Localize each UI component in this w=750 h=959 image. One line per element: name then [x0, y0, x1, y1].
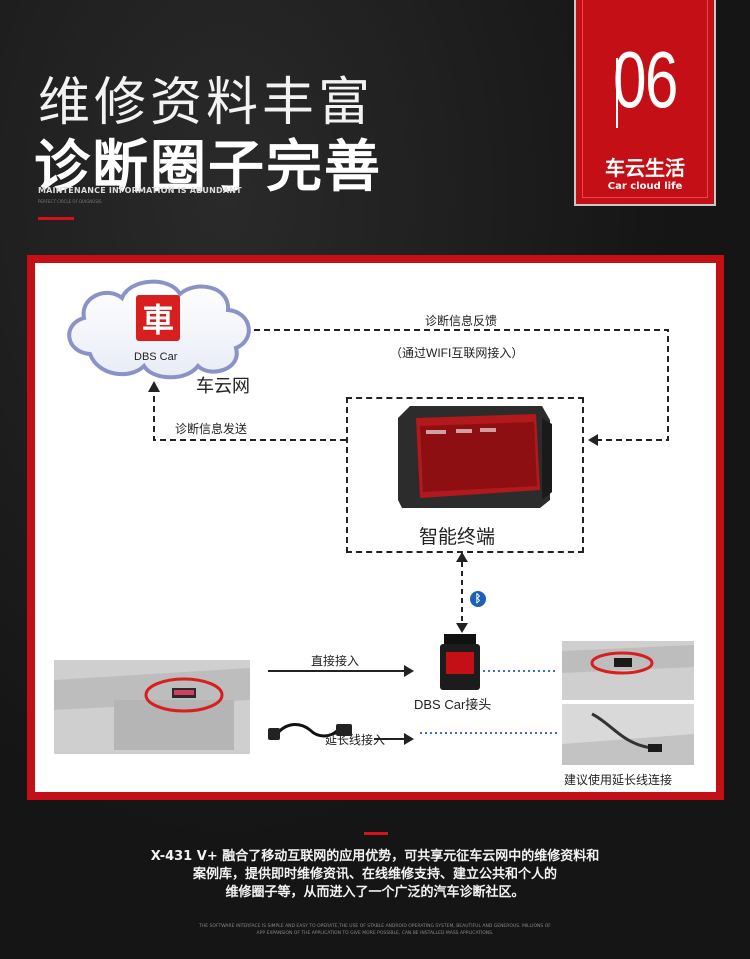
title-line-2: 诊断圈子完善	[34, 135, 382, 200]
badge-inner	[582, 0, 708, 198]
title-line-1: 维修资料丰富	[38, 73, 375, 133]
badge-number: 06	[613, 35, 678, 124]
badge-label-cn: 车云生活	[605, 156, 685, 180]
terminal-label: 智能终端	[419, 527, 496, 548]
feedback-sub-label: （通过WIFI互联网接入）	[390, 346, 524, 360]
footer-line-3: 维修圈子等，从而进入了一个广泛的汽车诊断社区。	[225, 885, 525, 900]
recommend-label: 建议使用延长线连接	[564, 773, 673, 787]
cloud-logo-text: DBS Car	[134, 351, 178, 363]
car-port-photo-right-top	[562, 641, 694, 700]
cloud-label: 车云网	[196, 376, 250, 396]
terminal-box	[346, 397, 584, 553]
badge-divider	[616, 58, 618, 128]
extension-connect-label: 延长线接入	[325, 733, 386, 747]
footer-line-2: 案例库，提供即时维修资讯、在线维修支持、建立公共和个人的	[192, 867, 557, 882]
bluetooth-icon: ᛒ	[470, 591, 486, 607]
footer-small-line-1: THE SOFTWARE INTERFACE IS SIMPLE AND EAS…	[199, 924, 551, 929]
footer-line-1: X-431 V+ 融合了移动互联网的应用优势，可共享元征车云网中的维修资料和	[150, 849, 600, 864]
feedback-label: 诊断信息反馈	[425, 314, 498, 328]
subtitle-en-small: PERFECT CIRCLE OF DIAGNOSIS	[38, 199, 102, 204]
direct-connect-label: 直接接入	[311, 654, 360, 668]
connector-icon	[440, 634, 480, 690]
title-accent-bar	[38, 217, 74, 220]
footer-small-line-2: APP EXPANSION OF THE APPLICATION TO GIVE…	[256, 931, 494, 936]
footer-accent-bar	[364, 832, 388, 835]
car-extension-photo	[562, 704, 694, 765]
badge-label-en: Car cloud life	[607, 181, 683, 192]
footer-text: X-431 V+ 融合了移动互联网的应用优势，可共享元征车云网中的维修资料和 案…	[0, 848, 750, 902]
car-port-photo-left	[54, 660, 250, 754]
tablet-icon	[398, 406, 552, 508]
send-label: 诊断信息发送	[175, 422, 248, 436]
subtitle-en: MAINTENANCE INFORMATION IS ABUNDANT	[38, 186, 242, 195]
section-badge: 06 车云生活 Car cloud life	[574, 0, 716, 206]
footer-small-text: THE SOFTWARE INTERFACE IS SIMPLE AND EAS…	[0, 923, 750, 937]
connector-label: DBS Car接头	[414, 697, 492, 712]
dbs-car-logo: 車	[136, 295, 180, 341]
